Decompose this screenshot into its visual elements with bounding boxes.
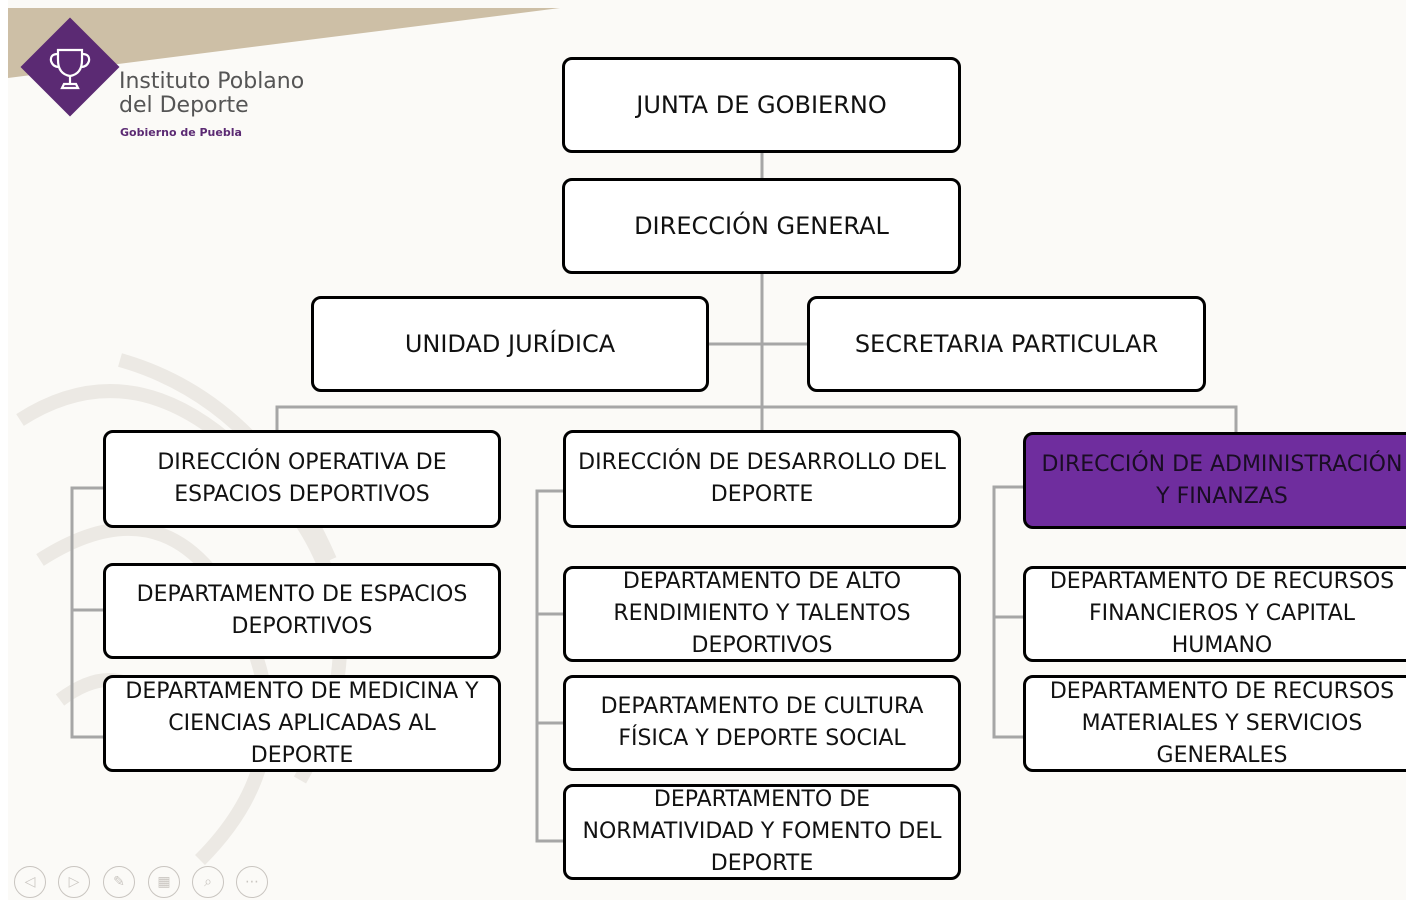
previous-icon[interactable]: ◁ xyxy=(14,866,46,898)
org-box-direccion-operativa: DIRECCIÓN OPERATIVA DE ESPACIOS DEPORTIV… xyxy=(103,430,501,528)
org-box-dept-espacios: DEPARTAMENTO DE ESPACIOS DEPORTIVOS xyxy=(103,563,501,659)
pen-icon[interactable]: ✎ xyxy=(103,866,135,898)
org-box-direccion-general: DIRECCIÓN GENERAL xyxy=(562,178,961,274)
org-box-dept-normatividad: DEPARTAMENTO DE NORMATIVIDAD Y FOMENTO D… xyxy=(563,784,961,880)
slides-icon[interactable]: ▦ xyxy=(148,866,180,898)
org-box-secretaria-particular: SECRETARIA PARTICULAR xyxy=(807,296,1206,392)
zoom-icon[interactable]: ⌕ xyxy=(192,866,224,898)
trophy-icon xyxy=(49,48,91,90)
org-box-dept-recursos-materiales: DEPARTAMENTO DE RECURSOS MATERIALES Y SE… xyxy=(1023,675,1406,772)
more-icon[interactable]: ⋯ xyxy=(236,866,268,898)
institute-subtitle: Gobierno de Puebla xyxy=(120,126,242,139)
org-box-dept-recursos-financieros: DEPARTAMENTO DE RECURSOS FINANCIEROS Y C… xyxy=(1023,566,1406,662)
org-box-junta: JUNTA DE GOBIERNO xyxy=(562,57,961,153)
next-icon[interactable]: ▷ xyxy=(58,866,90,898)
org-box-direccion-desarrollo: DIRECCIÓN DE DESARROLLO DEL DEPORTE xyxy=(563,430,961,528)
institute-name: Instituto Poblano del Deporte xyxy=(119,69,305,118)
top-banner xyxy=(8,8,560,78)
org-box-unidad-juridica: UNIDAD JURÍDICA xyxy=(311,296,709,392)
org-box-dept-alto-rendimiento: DEPARTAMENTO DE ALTO RENDIMIENTO Y TALEN… xyxy=(563,566,961,662)
slide-edge xyxy=(0,0,8,900)
org-box-dept-cultura-fisica: DEPARTAMENTO DE CULTURA FÍSICA Y DEPORTE… xyxy=(563,675,961,771)
org-box-dept-medicina: DEPARTAMENTO DE MEDICINA Y CIENCIAS APLI… xyxy=(103,675,501,772)
org-box-direccion-administracion: DIRECCIÓN DE ADMINISTRACIÓN Y FINANZAS xyxy=(1023,432,1406,529)
